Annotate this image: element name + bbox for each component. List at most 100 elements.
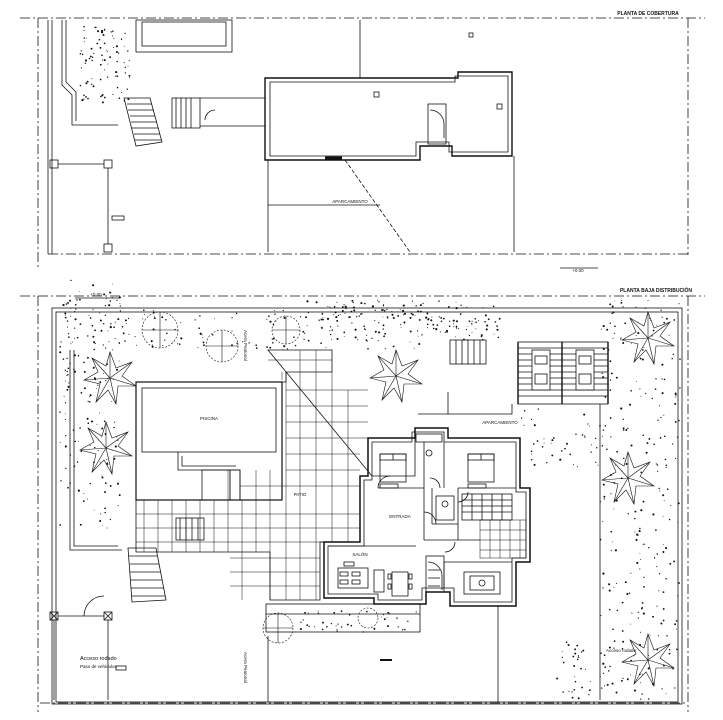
- vegetation-dot: [87, 97, 89, 100]
- vegetation-dot: [645, 451, 648, 454]
- vegetation-dot: [266, 346, 268, 348]
- vegetation-dot: [584, 668, 586, 670]
- vegetation-dot: [484, 314, 487, 317]
- vegetation-dot: [86, 80, 89, 83]
- vegetation-dot: [612, 473, 614, 475]
- vegetation-dot: [386, 616, 388, 618]
- vegetation-dot: [86, 37, 88, 39]
- vegetation-dot: [435, 328, 438, 331]
- vegetation-dot: [114, 445, 117, 448]
- vegetation-dot: [93, 348, 96, 351]
- vegetation-dot: [92, 85, 95, 88]
- vegetation-dot: [357, 339, 359, 341]
- vegetation-dot: [541, 446, 544, 448]
- vegetation-dot: [493, 333, 495, 335]
- vegetation-dot: [112, 35, 114, 37]
- vegetation-dot: [474, 318, 476, 320]
- vegetation-dot: [102, 322, 105, 325]
- vegetation-dot: [104, 511, 106, 514]
- vegetation-dot: [624, 322, 627, 325]
- vegetation-dot: [79, 523, 82, 526]
- vegetation-dot: [614, 549, 617, 552]
- vegetation-dot: [478, 319, 479, 321]
- vegetation-dot: [665, 466, 667, 469]
- vegetation-dot: [88, 314, 90, 316]
- vegetation-dot: [112, 30, 114, 32]
- vegetation-dot: [561, 651, 563, 653]
- vegetation-dot: [341, 309, 344, 312]
- vegetation-dot: [331, 338, 332, 340]
- living-label: SALÓN: [352, 551, 367, 557]
- vegetation-dot: [653, 557, 656, 559]
- vegetation-dot: [93, 377, 96, 380]
- vegetation-dot: [571, 696, 574, 699]
- vegetation-dot: [67, 367, 70, 370]
- vegetation-dot: [639, 527, 641, 530]
- vegetation-dot: [407, 620, 409, 623]
- vegetation-dot: [294, 344, 297, 347]
- vegetation-dot: [100, 436, 102, 438]
- vegetation-dot: [652, 615, 654, 618]
- vegetation-dot: [403, 314, 405, 316]
- vegetation-dot: [647, 667, 650, 670]
- vegetation-dot: [537, 408, 539, 410]
- vegetation-dot: [611, 312, 613, 315]
- vegetation-dot: [150, 340, 153, 343]
- vegetation-dot: [65, 413, 67, 415]
- vegetation-dot: [640, 698, 642, 700]
- vegetation-dot: [634, 510, 637, 513]
- vegetation-dot: [108, 304, 111, 307]
- vegetation-dot: [625, 428, 628, 432]
- vegetation-dot: [609, 322, 612, 325]
- vegetation-dot: [333, 611, 336, 614]
- vegetation-dot: [83, 492, 85, 494]
- vegetation-dot: [612, 541, 614, 543]
- vegetation-dot: [668, 652, 671, 655]
- vegetation-dot: [430, 319, 433, 322]
- vegetation-dot: [337, 325, 339, 327]
- vegetation-dot: [609, 303, 612, 306]
- vegetation-dot: [622, 306, 624, 308]
- vegetation-dot: [657, 419, 659, 421]
- vegetation-dot: [415, 305, 417, 307]
- vegetation-dot: [665, 464, 668, 467]
- vegetation-dot: [117, 439, 119, 441]
- vegetation-dot: [648, 317, 651, 319]
- vegetation-dot: [314, 626, 316, 628]
- vegetation-dot: [471, 323, 473, 325]
- vegetation-dot: [602, 325, 605, 328]
- vegetation-dot: [658, 573, 661, 575]
- vegetation-dot: [118, 342, 121, 344]
- vegetation-dot: [101, 94, 104, 97]
- vegetation-dot: [107, 330, 109, 332]
- vegetation-dot: [530, 418, 533, 420]
- vegetation-dot: [127, 50, 129, 52]
- vegetation-dot: [497, 336, 500, 339]
- vegetation-dot: [94, 342, 96, 345]
- ground-plan-title: PLANTA BAJA DISTRIBUCIÓN: [620, 286, 692, 294]
- vegetation-dot: [675, 393, 677, 396]
- vegetation-dot: [480, 334, 483, 337]
- vegetation-dot: [118, 97, 121, 99]
- entry-label: ENTRADA: [389, 514, 411, 519]
- vegetation-dot: [236, 342, 238, 344]
- vegetation-dot: [640, 471, 643, 474]
- vegetation-dot: [573, 665, 576, 667]
- vegetation-dot: [327, 306, 329, 307]
- vegetation-dot: [109, 56, 112, 59]
- vegetation-dot: [612, 628, 614, 631]
- vegetation-dot: [103, 293, 106, 296]
- vegetation-dot: [101, 101, 104, 104]
- vegetation-dot: [64, 445, 67, 448]
- vegetation-dot: [432, 323, 435, 326]
- vegetation-dot: [126, 88, 128, 90]
- vegetation-dot: [360, 302, 363, 305]
- vegetation-dot: [656, 470, 659, 472]
- vegetation-dot: [440, 316, 443, 319]
- vegetation-dot: [608, 670, 610, 672]
- vegetation-dot: [348, 317, 350, 319]
- vegetation-dot: [608, 646, 611, 649]
- vegetation-dot: [124, 319, 127, 322]
- vegetation-dot: [373, 627, 376, 630]
- vegetation-dot: [70, 315, 72, 317]
